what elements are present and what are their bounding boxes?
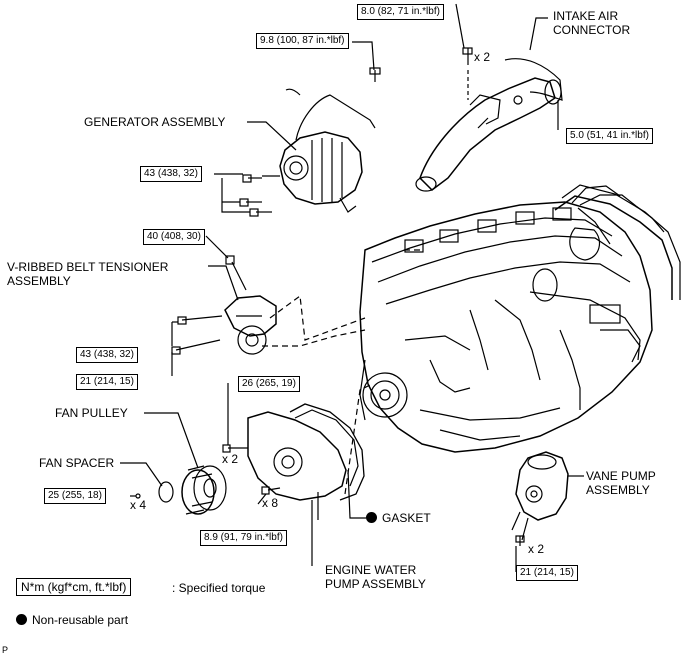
engine-block-drawing [359,184,681,453]
label-vane-pump: VANE PUMP ASSEMBLY [586,469,656,497]
torque-box-tensioner-a: 43 (438, 32) [76,347,138,363]
torque-box-fan-spacer: 25 (255, 18) [44,488,106,504]
non-reusable-dot-icon [366,512,377,523]
gasket-text: GASKET [382,511,431,525]
torque-box-tensioner-b: 21 (214, 15) [76,374,138,390]
torque-box-water-pump-bolts: 8.9 (91, 79 in.*lbf) [200,530,287,546]
multiplier-water-pump-8: x 8 [262,496,279,510]
multiplier-water-pump-2: x 2 [222,452,239,466]
fan-pulley-drawing [181,465,227,515]
torque-box-vane-pump: 21 (214, 15) [516,565,578,581]
leader-lines [120,3,584,572]
multiplier-intake: x 2 [474,50,491,64]
vane-pump-drawing [511,451,569,546]
label-generator-assembly: GENERATOR ASSEMBLY [84,115,226,129]
torque-box-intake-bolt: 8.0 (82, 71 in.*lbf) [357,4,444,20]
non-reusable-legend-dot-icon [16,614,27,625]
generator-assembly-drawing [239,67,381,217]
legend-non-reusable-text: Non-reusable part [32,613,129,627]
legend-unit-text: : Specified torque [172,581,266,595]
label-engine-water-pump: ENGINE WATER PUMP ASSEMBLY [325,563,426,591]
legend-unit-box: N*m (kgf*cm, ft.*lbf) [16,578,132,596]
label-fan-spacer: FAN SPACER [39,456,115,470]
multiplier-vane: x 2 [528,542,545,556]
intake-air-connector-drawing [415,47,563,192]
tensioner-assembly-drawing [171,255,277,355]
legend-non-reusable: Non-reusable part [16,613,128,627]
multiplier-fan-4: x 4 [130,498,147,512]
label-intake-air-connector: INTAKE AIR CONNECTOR [553,9,631,37]
torque-box-tensioner-top: 40 (408, 30) [143,229,205,245]
water-pump-drawing [222,403,365,501]
torque-box-generator-nut: 9.8 (100, 87 in.*lbf) [256,33,349,49]
torque-box-generator-bolts: 43 (438, 32) [140,166,202,182]
torque-box-intake-connector: 5.0 (51, 41 in.*lbf) [566,128,653,144]
torque-box-water-pump-bolt: 26 (265, 19) [238,376,300,392]
alignment-lines [262,249,420,495]
footer-code: P [2,645,9,655]
label-gasket: GASKET [366,511,431,525]
label-fan-pulley: FAN PULLEY [55,406,128,420]
label-tensioner-assembly: V-RIBBED BELT TENSIONER ASSEMBLY [7,260,169,288]
